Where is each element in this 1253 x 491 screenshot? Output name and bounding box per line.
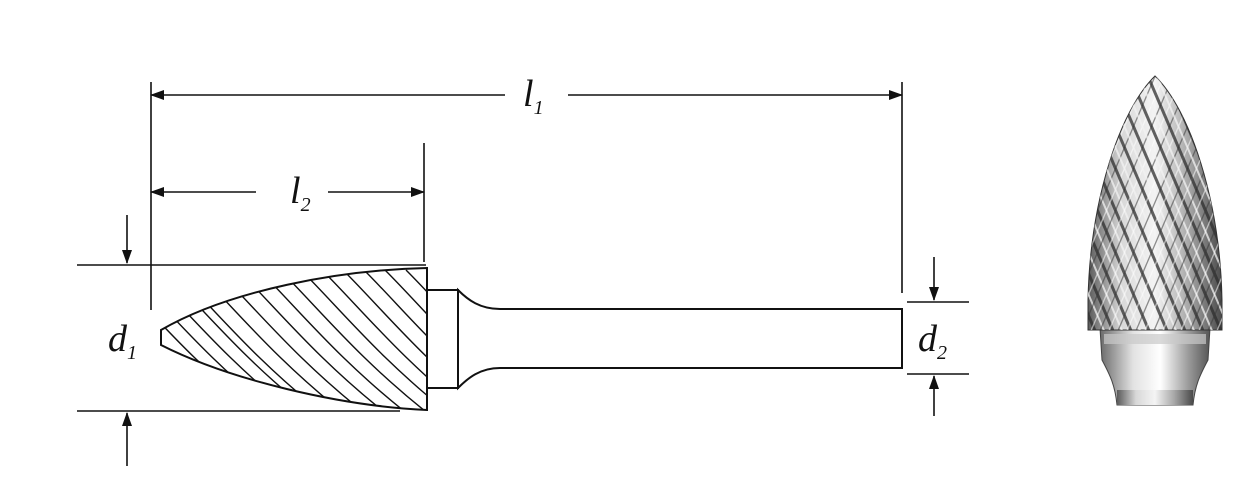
photo-flute-line [1221,76,1222,330]
tool-shank [457,287,903,391]
photo-flute-line [1176,76,1222,330]
tool-neck [426,289,459,389]
photo-flute-line [1088,76,1137,330]
flute-line [321,269,427,410]
photo-flute-line [1088,76,1145,330]
photo-flute-line [1221,76,1222,330]
photo-flute-line [1140,76,1222,330]
burr-tool-photo [952,60,1253,406]
dimension-l2 [150,143,425,262]
photo-flute-line [1088,76,1109,330]
photo-flute-line [1167,76,1222,330]
burr-tool-drawing [160,266,903,412]
flute-line [384,269,427,410]
flute-line [342,269,427,410]
photo-flute-line [1231,60,1253,340]
flute-line [300,269,427,410]
photo-flute-line [1122,76,1222,330]
photo-flute-line [1088,76,1119,330]
photo-flute-line [1231,60,1253,340]
l1-label: l1 [523,73,544,119]
photo-flute-line [1088,76,1091,330]
photo-flute-line [1088,76,1127,330]
photo-flute-line [1240,60,1253,340]
flute-line [363,269,427,410]
photo-flute-line [1088,76,1091,330]
photo-flute-line [952,60,1072,340]
photo-flute-line [1249,60,1253,340]
dimension-l1 [150,82,903,310]
flute-line [405,269,427,410]
photo-shank [1117,390,1193,405]
photo-flute-line [1240,60,1253,340]
photo-flute-line [1131,76,1222,330]
photo-flute-line [1185,76,1222,330]
photo-flute-line [961,60,1081,340]
photo-flute-line [1088,76,1100,330]
photo-flute-line [1194,76,1222,330]
l2-label: l2 [290,170,311,216]
photo-flute-line [1149,76,1222,330]
photo-collar-band [1104,334,1206,344]
dimension-d2 [907,257,969,416]
photo-flute-line [961,60,1081,340]
photo-flute-line [1088,76,1101,330]
dimension-d1 [77,215,426,466]
d1-label: d1 [108,318,137,364]
photo-flute-line [952,60,1072,340]
d2-label: d2 [918,318,947,364]
photo-flute-line [1249,60,1253,340]
flute-line [279,269,427,410]
